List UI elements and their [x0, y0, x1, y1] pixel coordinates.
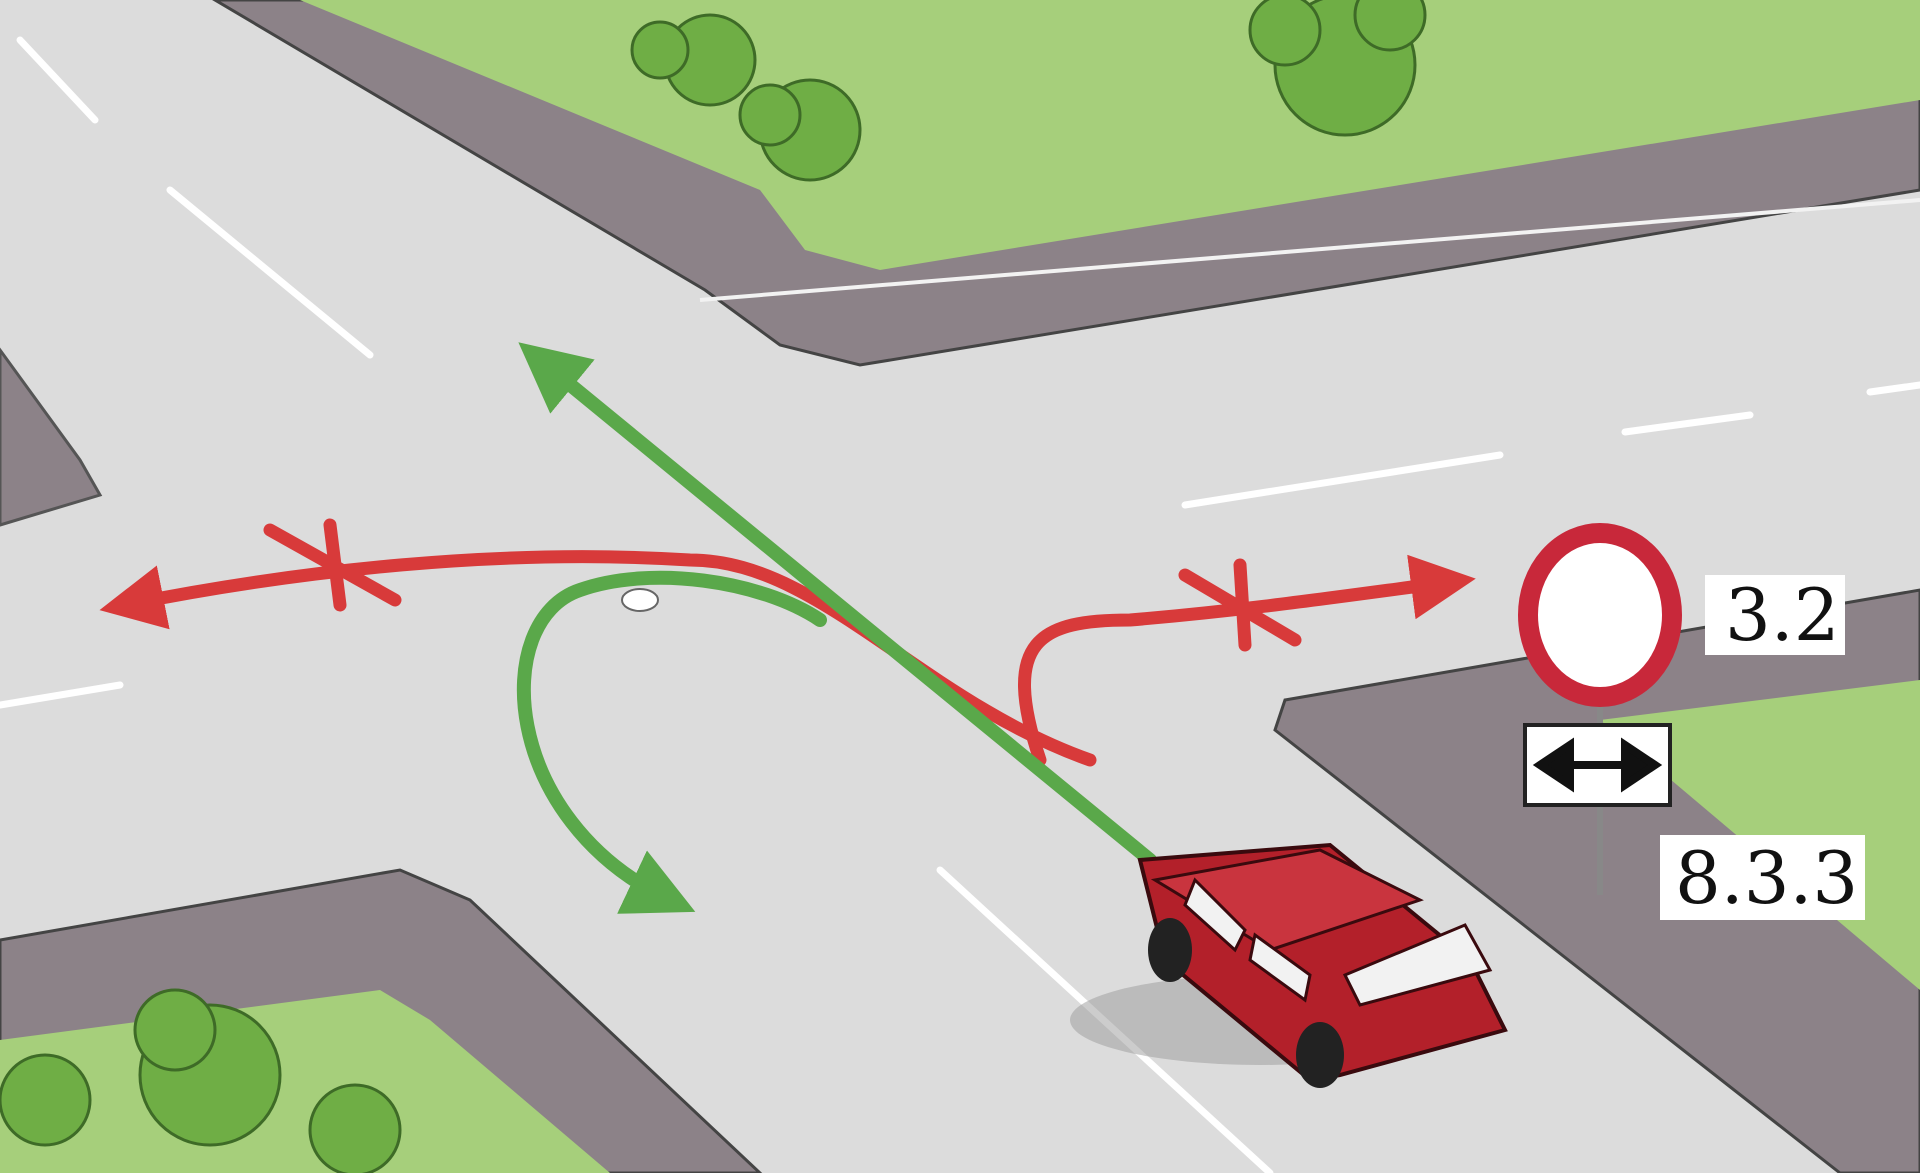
merge-dot: [622, 589, 658, 611]
car-wheel: [1296, 1022, 1344, 1088]
tree-icon: [0, 1055, 90, 1145]
label-3-2: 3.2: [1725, 573, 1840, 657]
tree-icon: [310, 1085, 400, 1173]
no-vehicles-sign-3-2: [1528, 533, 1672, 697]
label-8-3-3: 8.3.3: [1675, 836, 1858, 920]
car-wheel: [1148, 918, 1192, 982]
